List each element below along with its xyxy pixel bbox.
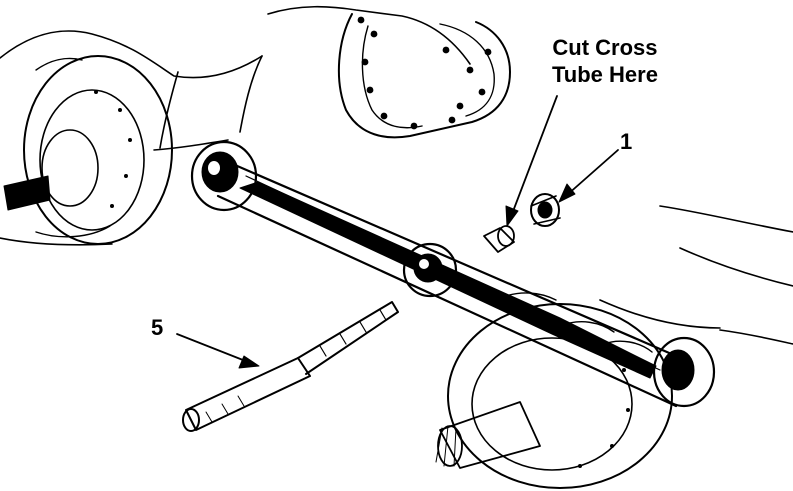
leader-arrows <box>176 95 619 369</box>
cross-tube-stub <box>483 225 515 253</box>
right-ball-socket <box>652 336 716 408</box>
part-1-arrow <box>558 149 619 203</box>
left-ball-socket <box>190 140 258 212</box>
bushing-part-1 <box>530 193 561 227</box>
cross-tube <box>216 160 692 408</box>
right-brake-drum <box>435 303 673 489</box>
housing-outline <box>0 5 793 345</box>
left-brake-drum <box>3 55 173 245</box>
callout-number-1: 1 <box>620 129 633 154</box>
cut-label-line-2: Tube Here <box>552 62 658 87</box>
part-5-arrow <box>176 333 260 369</box>
cut-cross-tube-label: Cut Cross Tube Here <box>552 34 658 88</box>
callout-number-5: 5 <box>151 315 164 340</box>
tool-part-5 <box>182 301 399 432</box>
cut-label-line-1: Cut Cross <box>552 35 658 60</box>
cut-here-arrow <box>505 95 558 227</box>
differential-cover <box>337 13 511 139</box>
center-socket <box>402 242 458 298</box>
cover-bolts <box>357 16 492 130</box>
